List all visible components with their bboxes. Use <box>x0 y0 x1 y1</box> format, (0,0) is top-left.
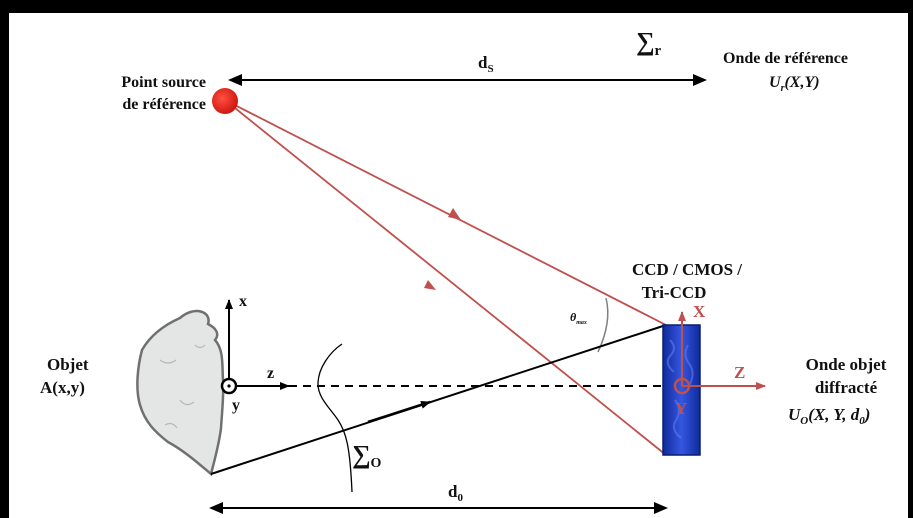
sensor-axis-origin <box>673 377 691 395</box>
sensor-texture <box>666 339 694 439</box>
ds-arrowhead-left <box>228 74 242 86</box>
object-wave-label-line2: diffracté <box>815 378 878 397</box>
d0-label: d0 <box>448 482 463 504</box>
theta-max-label: θmax <box>570 310 587 326</box>
ds-arrowhead-right <box>693 74 707 86</box>
object-label-line2: A(x,y) <box>40 378 85 397</box>
ray-upper-arrowhead <box>448 208 461 220</box>
reference-point-source <box>212 88 238 114</box>
d0-arrowhead-right <box>654 502 668 514</box>
sensor-label-line1: CCD / CMOS / <box>632 260 742 279</box>
source-label-line1: Point source <box>121 74 206 91</box>
sigma-r-label: ∑r <box>636 27 662 59</box>
object-label-line1: Objet <box>47 355 89 374</box>
ray-lower-arrowhead <box>424 280 436 290</box>
ray-lower <box>224 99 667 456</box>
object-texture <box>159 344 206 429</box>
sensor-label-line2: Tri-CCD <box>642 283 707 302</box>
d0-arrowhead-left <box>209 502 223 514</box>
object-specimen <box>136 309 225 477</box>
source-label-line2: de référence <box>122 96 206 113</box>
object-axis-y-label: y <box>232 397 240 414</box>
object-axis-origin-dot <box>227 384 231 388</box>
sensor-axis-Z-label: Z <box>734 363 745 382</box>
sensor-axis-Y-label: Y <box>675 399 687 418</box>
object-ray <box>210 324 667 475</box>
ray-upper <box>224 99 667 326</box>
object-axis-z-label: z <box>267 365 274 382</box>
object-wavefront <box>317 343 353 493</box>
object-ray-arrow <box>367 400 431 424</box>
reference-wave-title: Onde de référence <box>723 50 848 67</box>
object-axis-x-label: x <box>239 293 247 310</box>
ds-label: dS <box>478 53 494 75</box>
sigma-o-label: ∑O <box>352 440 382 471</box>
sensor-axis-X-label: X <box>693 302 706 321</box>
object-wave-function: UO(X, Y, d0) <box>788 405 870 427</box>
reference-wave-function: Ur(X,Y) <box>769 74 820 94</box>
object-wave-label-line1: Onde objet <box>806 355 887 374</box>
